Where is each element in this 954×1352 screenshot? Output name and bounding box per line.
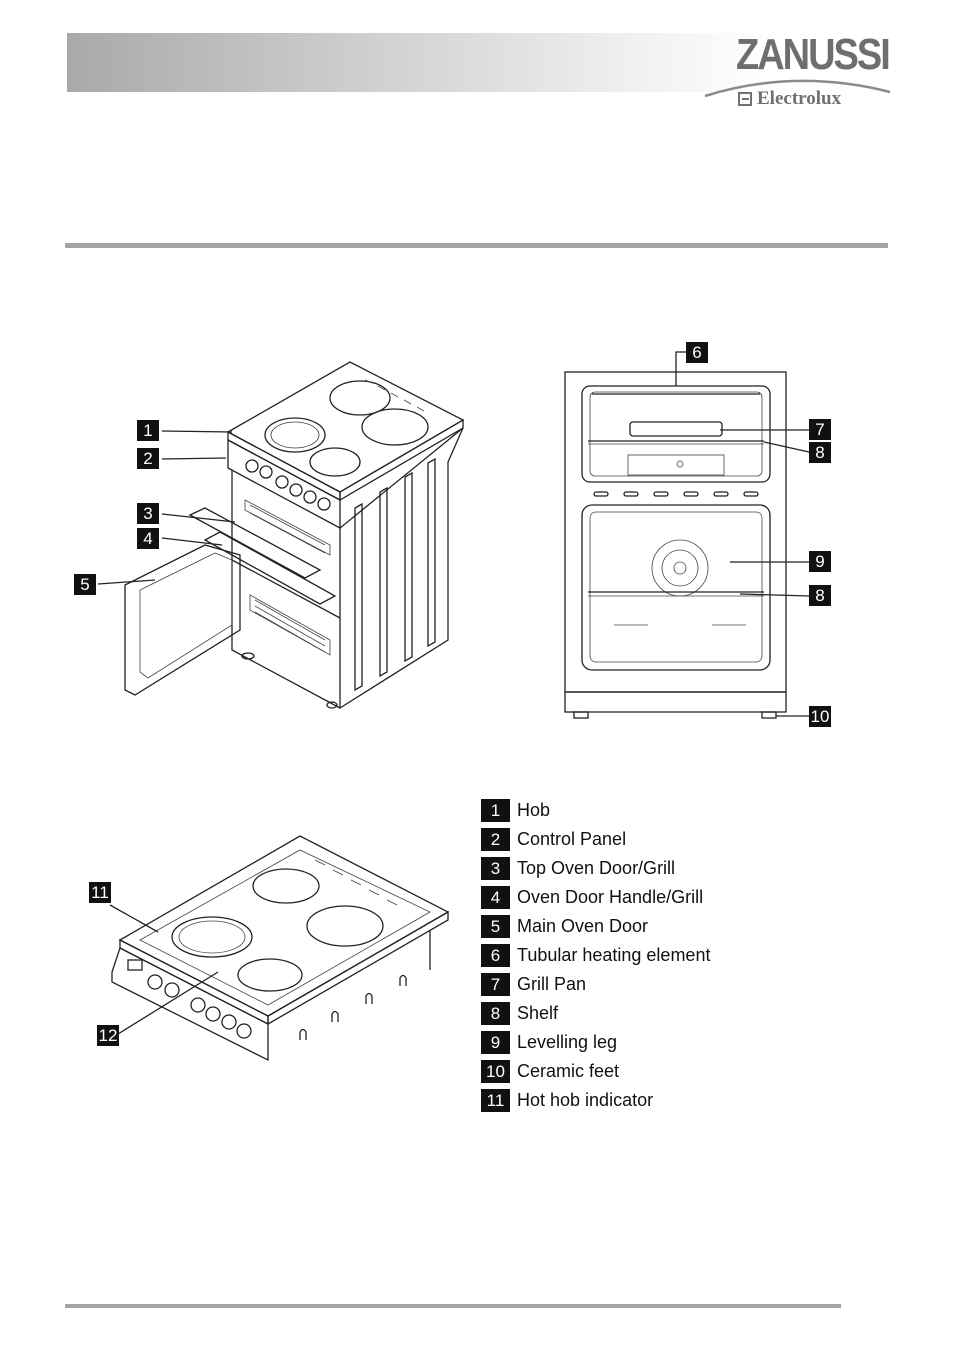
callout-4: 4 — [137, 528, 159, 549]
callout-8a: 8 — [809, 442, 831, 463]
legend-label: Levelling leg — [517, 1032, 618, 1052]
legend-number: 5 — [481, 915, 510, 938]
legend-number: 8 — [481, 1002, 510, 1025]
sub-brand-text: Electrolux — [757, 88, 842, 109]
callout-2: 2 — [137, 448, 159, 469]
legend-item: 6 Tubular heating element — [481, 941, 710, 970]
electrolux-mark-icon — [738, 92, 752, 106]
legend-item: 3 Top Oven Door/Grill — [481, 854, 710, 883]
parts-legend: 1 Hob 2 Control Panel 3 Top Oven Door/Gr… — [481, 796, 710, 1115]
callout-10: 10 — [809, 706, 831, 727]
section-divider — [65, 243, 888, 248]
legend-number: 4 — [481, 886, 510, 909]
legend-number: 9 — [481, 1031, 510, 1054]
legend-item: 11 Hot hob indicator — [481, 1086, 710, 1115]
legend-number: 3 — [481, 857, 510, 880]
callout-6: 6 — [686, 342, 708, 363]
brand-logo: ZANUSSI — [736, 31, 891, 80]
callout-5: 5 — [74, 574, 96, 595]
legend-item: 9 Levelling leg — [481, 1028, 710, 1057]
callout-7: 7 — [809, 419, 831, 440]
legend-label: Shelf — [517, 1003, 559, 1023]
legend-item: 2 Control Panel — [481, 825, 710, 854]
legend-item: 8 Shelf — [481, 999, 710, 1028]
brand-arc — [704, 79, 891, 98]
header-gradient-bar — [67, 33, 767, 92]
electrolux-logo: Electrolux — [738, 88, 841, 110]
legend-label: Hob — [517, 800, 551, 820]
legend-item: 7 Grill Pan — [481, 970, 710, 999]
legend-label: Ceramic feet — [517, 1061, 620, 1081]
legend-number: 1 — [481, 799, 510, 822]
legend-label: Main Oven Door — [517, 916, 649, 936]
legend-item: 10 Ceramic feet — [481, 1057, 710, 1086]
legend-number: 11 — [481, 1089, 510, 1112]
legend-number: 2 — [481, 828, 510, 851]
legend-label: Oven Door Handle/Grill — [517, 887, 704, 907]
legend-label: Hot hob indicator — [517, 1090, 654, 1110]
callout-1: 1 — [137, 420, 159, 441]
callout-8b: 8 — [809, 585, 831, 606]
legend-item: 5 Main Oven Door — [481, 912, 710, 941]
legend-number: 7 — [481, 973, 510, 996]
callout-11: 11 — [89, 882, 111, 903]
legend-item: 4 Oven Door Handle/Grill — [481, 883, 710, 912]
callout-9: 9 — [809, 551, 831, 572]
callout-12: 12 — [97, 1025, 119, 1046]
legend-label: Top Oven Door/Grill — [517, 858, 676, 878]
callout-3: 3 — [137, 503, 159, 524]
legend-label: Grill Pan — [517, 974, 587, 994]
legend-item: 1 Hob — [481, 796, 710, 825]
legend-number: 10 — [481, 1060, 510, 1083]
footer-divider — [65, 1304, 841, 1308]
legend-label: Control Panel — [517, 829, 627, 849]
legend-number: 6 — [481, 944, 510, 967]
legend-label: Tubular heating element — [517, 945, 711, 965]
